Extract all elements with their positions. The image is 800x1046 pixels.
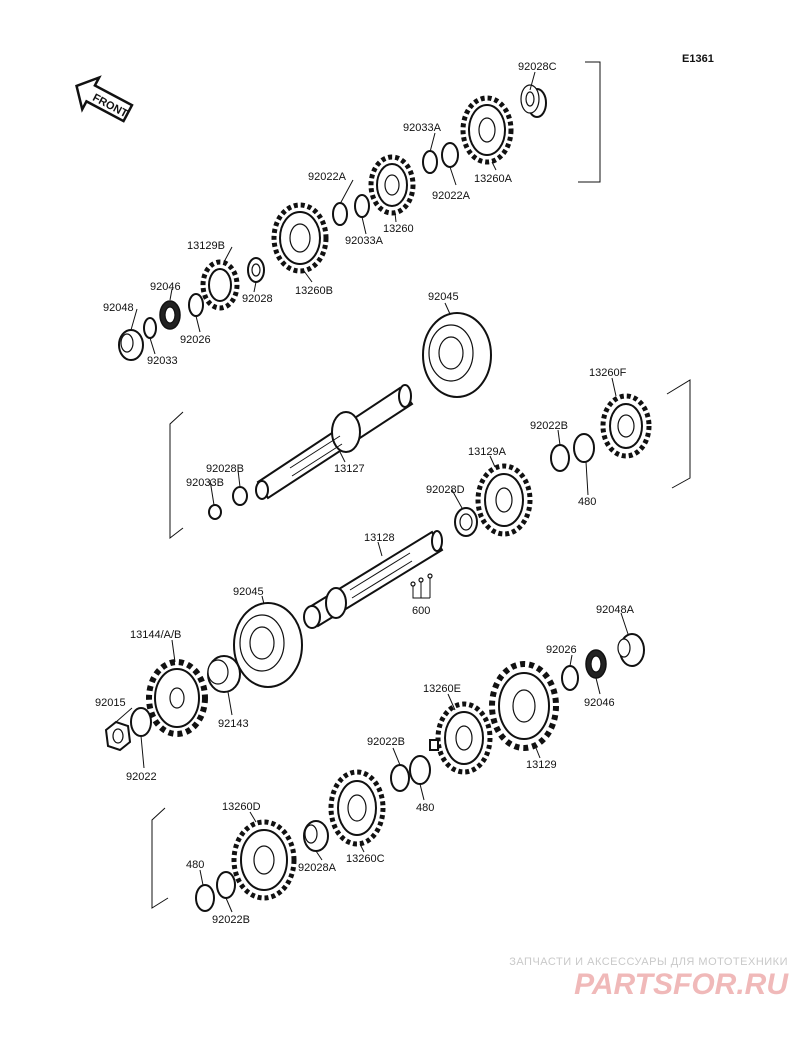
part-label: 92046 bbox=[584, 697, 615, 709]
circlip-92033-icon bbox=[143, 317, 157, 339]
part-label: 480 bbox=[578, 496, 596, 508]
part-label: 92045 bbox=[233, 586, 264, 598]
bracket-line bbox=[666, 379, 691, 489]
circlip-92033b-icon bbox=[208, 504, 222, 520]
washer-480-2-icon bbox=[409, 755, 431, 785]
part-label: 13260E bbox=[423, 683, 461, 695]
gear-13260a-icon bbox=[460, 95, 514, 165]
part-label: 13260D bbox=[222, 801, 261, 813]
part-label: 13260F bbox=[589, 367, 627, 379]
gear-13260b-icon bbox=[271, 202, 329, 274]
part-label: 13260C bbox=[346, 853, 385, 865]
part-label: 13127 bbox=[334, 463, 365, 475]
shaft-13127-icon bbox=[255, 384, 414, 500]
part-label: 92022A bbox=[308, 171, 347, 183]
part-label: 13260 bbox=[383, 223, 414, 235]
part-label: 92033A bbox=[403, 122, 442, 134]
part-label: 92045 bbox=[428, 291, 459, 303]
part-label: 92028A bbox=[298, 862, 337, 874]
gear-13260-icon bbox=[368, 154, 416, 216]
bracket-line bbox=[578, 61, 601, 183]
collar-92143-icon bbox=[207, 655, 241, 693]
washer-480-3-icon bbox=[195, 884, 215, 912]
diagram-code: E1361 bbox=[682, 53, 714, 65]
part-label: 600 bbox=[412, 605, 430, 617]
pin-600-icon bbox=[410, 573, 433, 599]
part-label: 92015 bbox=[95, 697, 126, 709]
circlip-92033a-2-icon bbox=[354, 194, 370, 218]
part-label: 92033A bbox=[345, 235, 384, 247]
part-label: 92028 bbox=[242, 293, 273, 305]
part-label: 92033B bbox=[186, 477, 224, 489]
watermark-tagline: ЗАПЧАСТИ И АКСЕССУАРЫ ДЛЯ МОТОТЕХНИКИ bbox=[509, 956, 788, 968]
part-label: 13129B bbox=[187, 240, 225, 252]
washer-92022a-2-icon bbox=[332, 202, 348, 226]
gear-13260e-icon bbox=[429, 701, 493, 775]
part-label: 480 bbox=[186, 859, 204, 871]
part-label: 92046 bbox=[150, 281, 181, 293]
bushing-92028d-icon bbox=[454, 507, 478, 537]
part-label: 13129 bbox=[526, 759, 557, 771]
nut-92015-icon bbox=[104, 720, 132, 752]
part-label: 92028C bbox=[518, 61, 557, 73]
part-label: 13260A bbox=[474, 173, 513, 185]
washer-92026-icon bbox=[188, 293, 204, 317]
washer-92026-2-icon bbox=[561, 665, 579, 691]
part-label: 92048 bbox=[103, 302, 134, 314]
bushing-92028c-icon bbox=[520, 84, 547, 118]
shaft-13128-icon bbox=[303, 530, 444, 629]
watermark-logo: PARTSFOR.RU bbox=[574, 968, 789, 1001]
washer-92022b-3-icon bbox=[216, 871, 236, 899]
leader-lines bbox=[115, 71, 629, 913]
part-label: 92143 bbox=[218, 718, 249, 730]
part-label: 92022B bbox=[212, 914, 250, 926]
washer-92022b-icon bbox=[550, 444, 570, 472]
washer-92022-icon bbox=[130, 707, 152, 737]
front-arrow-icon: FRONT bbox=[75, 75, 134, 123]
ball-bearing-92045-2-icon bbox=[233, 602, 303, 688]
part-label: 13128 bbox=[364, 532, 395, 544]
washer-480-icon bbox=[573, 433, 595, 463]
part-labels: 92028C 92033A 92022A 92022A 13260A 92033… bbox=[95, 61, 635, 926]
ball-bearing-92045-icon bbox=[422, 312, 492, 398]
gear-13260d-icon bbox=[231, 819, 297, 901]
bracket-line bbox=[169, 411, 184, 540]
part-label: 13129A bbox=[468, 446, 507, 458]
part-label: 480 bbox=[416, 802, 434, 814]
washer-92022b-2-icon bbox=[390, 764, 410, 792]
part-label: 92033 bbox=[147, 355, 178, 367]
part-label: 92022B bbox=[367, 736, 405, 748]
gear-13129a-icon bbox=[475, 463, 533, 537]
bushing-92028a-icon bbox=[303, 820, 329, 852]
sprocket-13144-icon bbox=[146, 659, 208, 737]
part-label: 92028D bbox=[426, 484, 465, 496]
part-label: 13144/A/B bbox=[130, 629, 181, 641]
gear-13260f-icon bbox=[600, 393, 652, 459]
part-label: 92022B bbox=[530, 420, 568, 432]
part-label: 92048A bbox=[596, 604, 635, 616]
part-label: 92026 bbox=[180, 334, 211, 346]
part-label: 92022 bbox=[126, 771, 157, 783]
washer-92022a-icon bbox=[441, 142, 459, 168]
bushing-92028b-icon bbox=[232, 486, 248, 506]
gear-13260c-icon bbox=[328, 769, 386, 847]
needle-bearing-92046-icon bbox=[159, 300, 181, 330]
needle-bearing-92046-2-icon bbox=[585, 649, 607, 679]
part-label: 92022A bbox=[432, 190, 471, 202]
gear-13129b-icon bbox=[200, 259, 240, 311]
collar-92048-icon bbox=[118, 329, 144, 361]
part-label: 92028B bbox=[206, 463, 244, 475]
bushing-92028-icon bbox=[247, 257, 265, 283]
part-label: 13260B bbox=[295, 285, 333, 297]
gear-13129-icon bbox=[489, 661, 559, 751]
watermark: ЗАПЧАСТИ И АКСЕССУАРЫ ДЛЯ МОТОТЕХНИКИ PA… bbox=[509, 956, 789, 1001]
part-label: 92026 bbox=[546, 644, 577, 656]
bracket-line bbox=[151, 807, 169, 909]
circlip-92033a-icon bbox=[422, 150, 438, 174]
collar-92048a-icon bbox=[617, 633, 645, 667]
